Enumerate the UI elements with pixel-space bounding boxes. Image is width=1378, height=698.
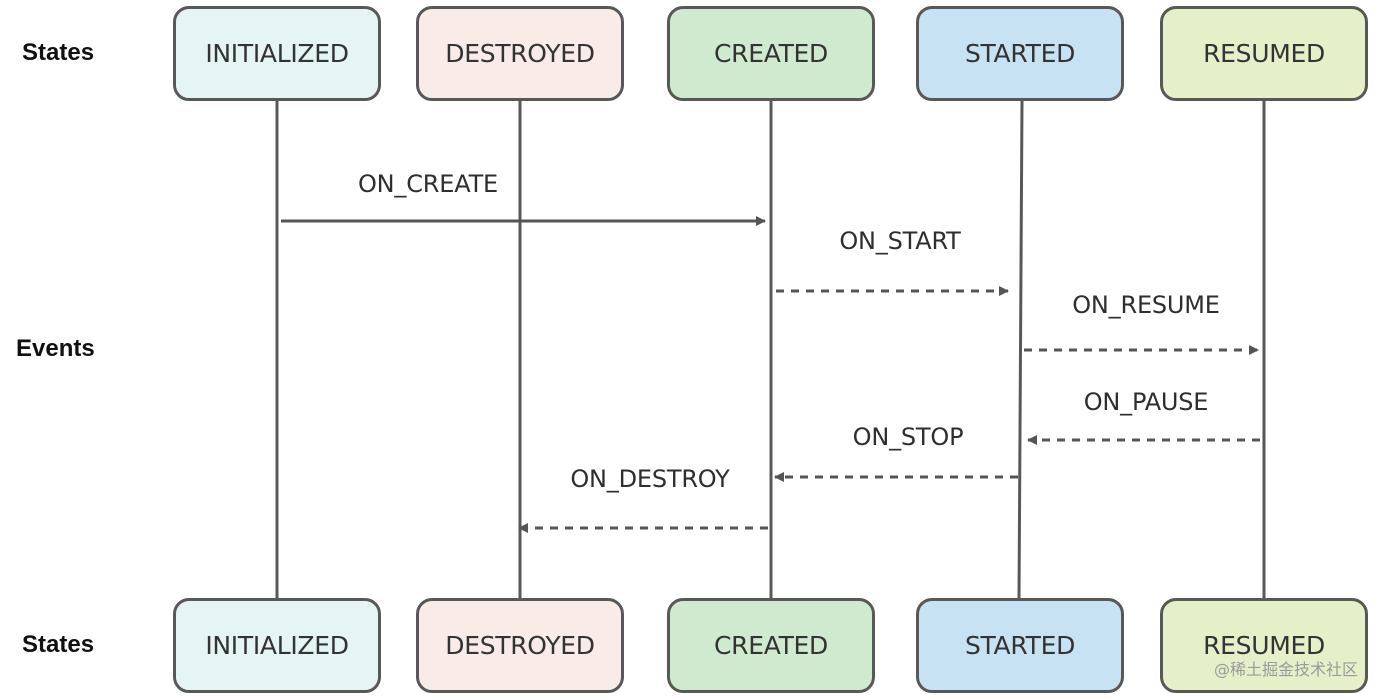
watermark: @稀土掘金技术社区 (1213, 660, 1358, 679)
row-label-states-top: States (22, 39, 95, 66)
state-box-destroyed-bottom: DESTROYED (416, 598, 624, 693)
state-label-created: CREATED (713, 39, 828, 68)
state-box-initialized-bottom: INITIALIZED (173, 598, 381, 693)
event-label-on-resume: ON_RESUME (1072, 291, 1220, 319)
state-box-destroyed-top: DESTROYED (416, 6, 624, 101)
state-box-started-top: STARTED (916, 6, 1124, 101)
state-box-created-top: CREATED (667, 6, 875, 101)
state-label-destroyed: DESTROYED (445, 39, 595, 68)
state-label-resumed: RESUMED (1203, 39, 1325, 68)
state-box-created-bottom: CREATED (667, 598, 875, 693)
event-label-on-create: ON_CREATE (357, 170, 499, 198)
state-label-created: CREATED (713, 631, 828, 660)
state-label-initialized: INITIALIZED (205, 39, 349, 68)
event-label-on-pause: ON_PAUSE (1083, 388, 1209, 416)
event-label-on-stop: ON_STOP (852, 423, 964, 451)
state-box-resumed-bottom: RESUMED (1160, 598, 1368, 693)
state-box-initialized-top: INITIALIZED (173, 6, 381, 101)
lifeline-started (1017, 100, 1024, 599)
state-label-resumed: RESUMED (1203, 631, 1325, 660)
state-box-resumed-top: RESUMED (1160, 6, 1368, 101)
event-arrows (281, 216, 1260, 533)
state-box-started-bottom: STARTED (916, 598, 1124, 693)
event-label-on-destroy: ON_DESTROY (570, 465, 730, 493)
state-label-destroyed: DESTROYED (445, 631, 595, 660)
event-label-on-start: ON_START (839, 227, 961, 255)
state-label-started: STARTED (964, 39, 1076, 68)
row-label-events: Events (16, 335, 95, 362)
lifelines (275, 100, 1266, 599)
state-label-started: STARTED (964, 631, 1076, 660)
row-label-states-bottom: States (22, 631, 95, 658)
state-label-initialized: INITIALIZED (205, 631, 349, 660)
